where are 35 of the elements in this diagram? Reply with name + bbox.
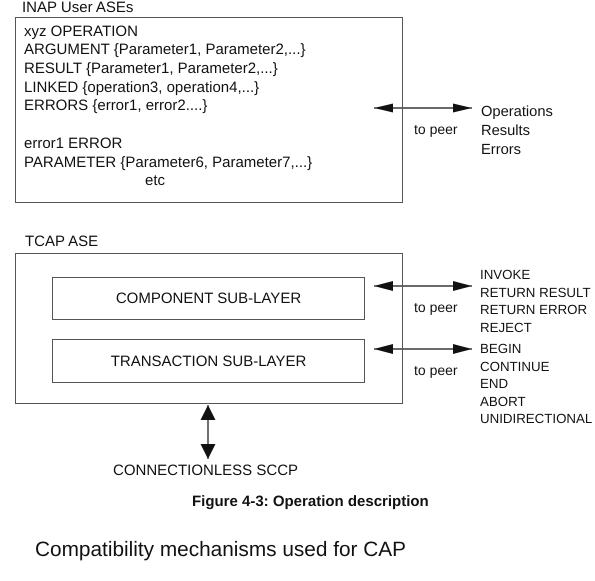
figure-caption: Figure 4-3: Operation description [192,492,429,510]
message-type: END [480,375,508,393]
panel-heading: INAP User ASEs [22,0,134,15]
message-type: Operations [481,102,553,122]
double-arrow [374,344,472,354]
message-type: Results [481,122,530,140]
message-type: Errors [481,140,521,160]
definition-line: RESULT {Parameter1, Parameter2,...} [24,60,278,79]
layer-name: CONNECTIONLESS SCCP [113,463,298,479]
definition-line: LINKED {operation3, operation4,...} [24,78,260,98]
message-type: BEGIN [480,340,522,358]
message-type: CONTINUE [480,358,550,376]
protocol-panel [15,234,403,404]
sublayer-label: TRANSACTION SUB-LAYER [110,352,306,370]
definition-line: ERRORS {error1, error2....} [24,97,208,116]
sublayer-box [52,277,365,320]
message-type: RETURN ERROR [480,301,588,319]
definition-line: error1 ERROR [24,134,122,154]
double-arrow [374,281,472,291]
message-type: INVOKE [480,266,530,284]
definition-line: PARAMETER {Parameter6, Parameter7,...} [24,154,312,172]
message-type: RETURN RESULT [480,284,591,302]
double-arrow [374,104,472,112]
message-type: ABORT [480,392,526,410]
continuation-note: etc [145,172,166,191]
double-arrow [200,405,216,459]
message-type: UNIDIRECTIONAL [480,410,592,428]
sublayer-box [52,339,365,383]
definition-line: xyz OPERATION [24,22,138,42]
definition-line: ARGUMENT {Parameter1, Parameter2,...} [24,41,306,60]
sublayer-label: COMPONENT SUB-LAYER [116,290,302,307]
message-type: REJECT [480,318,532,336]
panel-heading: TCAP ASE [25,234,98,249]
section-heading: Compatibility mechanisms used for CAP [35,538,406,562]
definition-panel [15,0,403,203]
